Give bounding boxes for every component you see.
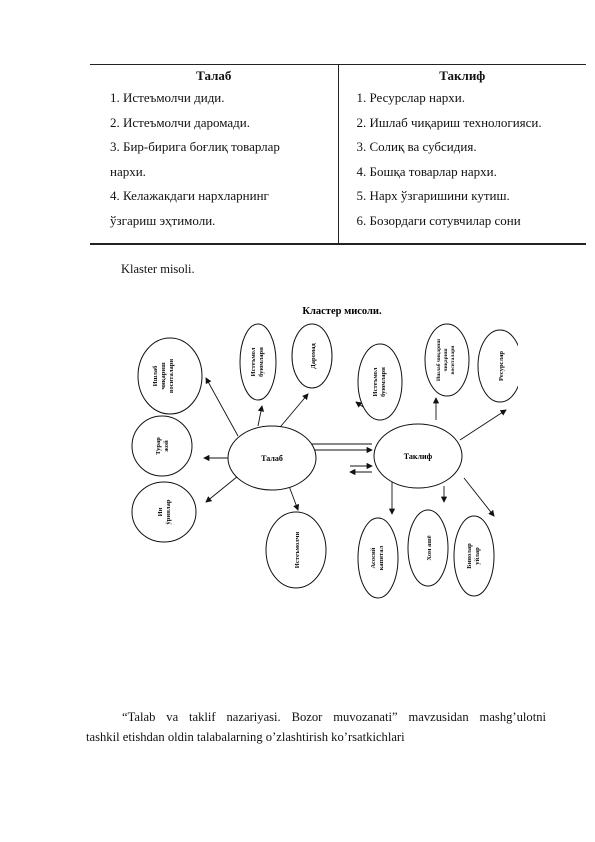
paragraph-line: tashkil etishdan oldin talabalarning o’z…: [86, 730, 405, 744]
demand-column: Талаб 1. Истеъмолчи диди. 2. Истеъмолчи …: [90, 65, 339, 243]
supply-node: [453, 515, 495, 597]
demand-node: [265, 511, 327, 589]
node-label: Ишлабчиқаришвоситалари: [152, 359, 175, 393]
supply-node: [424, 323, 470, 397]
demand-item: 2. Истеъмолчи даромади.: [110, 114, 250, 130]
arrow: [205, 475, 239, 503]
node-label: Истеъмолбуюмлари: [250, 347, 265, 377]
arrow: [275, 393, 309, 433]
supply-node: [357, 343, 403, 421]
supply-demand-table: Талаб 1. Истеъмолчи диди. 2. Истеъмолчи …: [90, 64, 586, 245]
supply-item: 6. Бозордаги сотувчилар сони: [356, 212, 521, 228]
arrow: [459, 409, 507, 441]
paragraph-line: “Talab va taklif nazariyasi. Bozor muvoz…: [122, 710, 546, 724]
diagram-title: Кластер мисоли.: [302, 306, 382, 317]
cluster-caption: Klaster misoli.: [121, 262, 195, 276]
demand-header: Талаб: [196, 68, 232, 83]
demand-node: [131, 481, 197, 543]
arrow: [257, 405, 265, 427]
node-label: Истеъмолбуюмлари: [372, 367, 387, 397]
supply-item: 5. Нарх ўзгаришини кутиш.: [356, 188, 510, 203]
node-label: Асосийкапитал: [370, 545, 385, 570]
node-label: Биноларуйлар: [466, 543, 481, 569]
supply-column: Таклиф 1. Ресурслар нархи. 2. Ишлаб чиқа…: [339, 65, 587, 243]
arrow: [463, 477, 495, 517]
supply-node: [477, 329, 518, 403]
node-label: Инўринлар: [157, 499, 172, 524]
node-label: Тураржой: [155, 437, 170, 455]
demand-node: [291, 323, 333, 389]
supply-item: 4. Бошқа товарлар нархи.: [356, 163, 497, 179]
node-label: Ресурслар: [498, 351, 505, 381]
demand-item: нархи.: [110, 163, 146, 179]
supply-node: [357, 517, 399, 599]
supply-node: [407, 509, 449, 587]
node-label: Ишлаб чиқаришчиқаришвоситалари: [435, 339, 456, 381]
demand-center-node: [227, 425, 317, 491]
supply-item: 3. Солиқ ва субсидия.: [356, 139, 477, 154]
node-label: Хом ашё: [426, 535, 433, 560]
supply-center-label: Таклиф: [404, 452, 433, 461]
demand-node: [239, 323, 277, 401]
body-paragraph: “Talab va taklif nazariyasi. Bozor muvoz…: [86, 707, 546, 747]
node-label: Даромад: [310, 343, 317, 369]
demand-list: 1. Истеъмолчи диди. 2. Истеъмолчи дарома…: [90, 86, 338, 233]
demand-node: [131, 415, 193, 477]
supply-item: 1. Ресурслар нархи.: [356, 90, 465, 105]
demand-node: [137, 337, 203, 415]
supply-item: 2. Ишлаб чиқариш технологияси.: [356, 114, 542, 130]
demand-item: ўзгариш эҳтимоли.: [110, 212, 216, 228]
demand-item: 4. Келажакдаги нархларнинг: [110, 188, 269, 203]
arrow: [205, 377, 239, 437]
demand-item: 3. Бир-бирига боғлиқ товарлар: [110, 139, 280, 154]
demand-item: 1. Истеъмолчи диди.: [110, 90, 225, 105]
supply-center-node: [373, 423, 463, 489]
node-label: Истеъмолчи: [294, 532, 301, 569]
demand-center-label: Талаб: [261, 454, 283, 463]
supply-header: Таклиф: [439, 68, 486, 83]
supply-list: 1. Ресурслар нархи. 2. Ишлаб чиқариш тех…: [339, 86, 587, 233]
cluster-diagram: Кластер мисоли.: [131, 306, 518, 599]
